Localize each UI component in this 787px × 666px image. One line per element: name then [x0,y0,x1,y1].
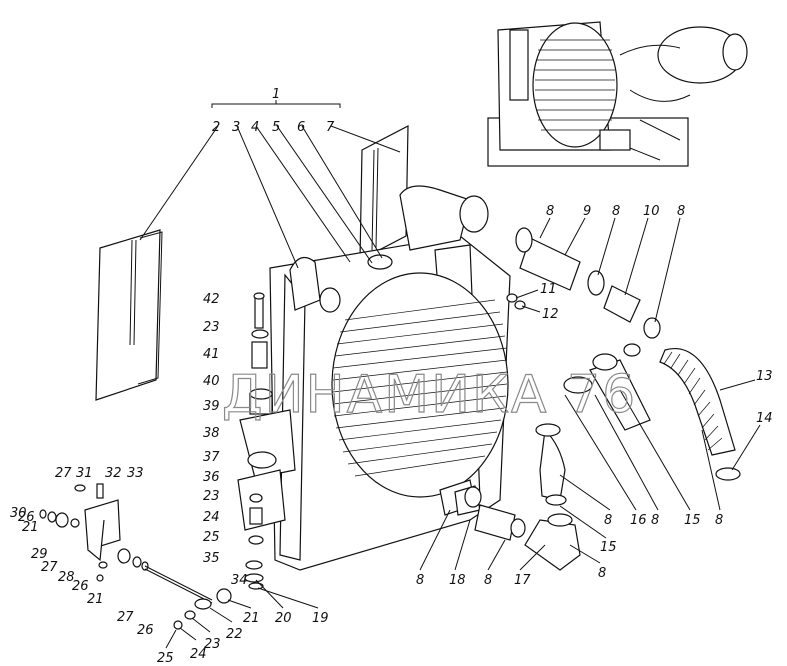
callout-label: 6 [297,120,305,135]
radiator-assembly [269,185,511,571]
callout-label: 14 [756,411,773,426]
assembly-bracket [211,100,341,108]
callout-label: 21 [22,520,39,535]
callout-label: 8 [612,204,620,219]
callout-label: 21 [243,611,260,626]
callout-label: 7 [326,120,335,135]
callout-label: 8 [546,204,554,219]
callout-label: 26 [137,623,154,638]
callout-label: 37 [203,450,220,465]
callout-label: 27 [117,610,134,625]
callout-label: 24 [203,510,220,525]
callout-label: 25 [157,651,174,666]
callout-label: 23 [203,320,220,335]
callout-label: 42 [203,292,220,307]
callout-label: 16 [630,513,647,528]
leader-lines [139,125,761,649]
callout-label: 8 [677,204,685,219]
baffle-plate-left [95,229,163,401]
callout-label: 9 [583,204,591,219]
callout-label: 8 [651,513,659,528]
watermark: ДИНАМИКА 76 [222,365,637,425]
callout-label: 13 [756,369,773,384]
callout-label: 15 [684,513,701,528]
callout-label: 15 [600,540,617,555]
callout-label: 26 [18,510,35,525]
callout-label: 31 [76,466,93,481]
callout-label: 23 [204,637,221,652]
callout-label: 8 [715,513,723,528]
callout-label: 39 [203,399,220,414]
callout-label: 27 [41,560,58,575]
callout-label: 20 [275,611,292,626]
radiator-core-fins [332,299,508,477]
callout-label: 22 [226,627,243,642]
callout-label: 2 [212,120,220,135]
callout-label: 32 [105,466,122,481]
callout-label: 4 [251,120,259,135]
callout-label: 35 [203,551,220,566]
baffle-plate-right [359,125,409,261]
left-hardware [39,483,232,630]
callout-label: 10 [643,204,660,219]
callout-label: 1 [272,87,280,102]
callout-label: 34 [231,573,248,588]
installed-view-inset [487,21,748,167]
callout-label: 12 [542,307,559,322]
callout-label: 26 [72,579,89,594]
callout-label: 33 [127,466,144,481]
callout-label: 25 [203,530,220,545]
hoses [454,227,741,571]
callout-label: 28 [58,570,75,585]
callout-labels: 1 2 3 4 5 6 7 8 9 8 10 8 11 12 13 14 8 1… [10,87,773,666]
callout-label: 38 [203,426,220,441]
callout-label: 24 [190,647,207,662]
callout-label: 21 [87,592,104,607]
callout-label: 8 [598,566,606,581]
callout-label: 23 [203,489,220,504]
callout-label: 17 [514,573,531,588]
callout-label: 8 [416,573,424,588]
callout-label: 5 [272,120,280,135]
callout-label: 40 [203,374,220,389]
callout-label: 11 [540,282,557,297]
callout-label: 19 [312,611,329,626]
mount-stack [237,292,296,590]
callout-label: 41 [203,347,220,362]
callout-label: 36 [203,470,220,485]
callout-label: 30 [10,506,27,521]
callout-label: 8 [604,513,612,528]
callout-label: 3 [232,120,240,135]
callout-label: 29 [31,547,48,562]
callout-label: 8 [484,573,492,588]
callout-label: 27 [55,466,72,481]
callout-label: 18 [449,573,466,588]
